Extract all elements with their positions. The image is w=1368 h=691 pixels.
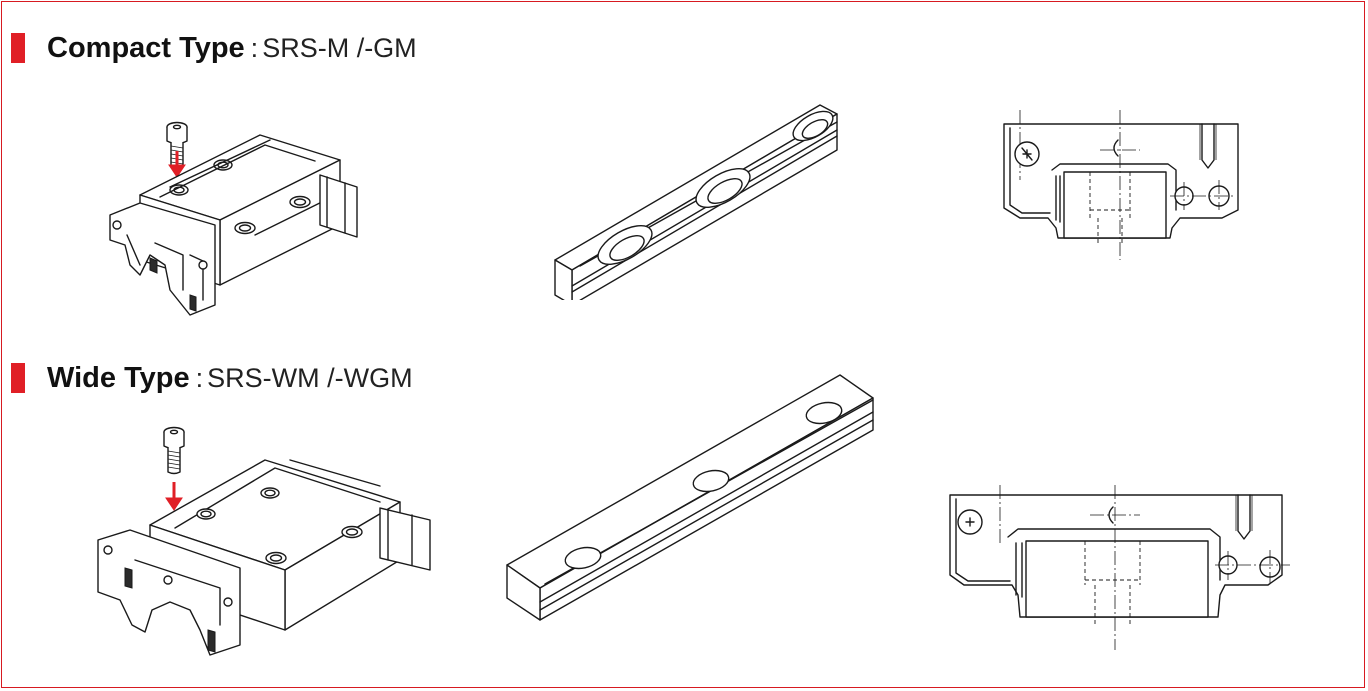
compact-rail-drawing	[545, 100, 840, 300]
compact-block-drawing	[95, 115, 375, 325]
wide-block-drawing	[90, 420, 435, 660]
section-model: SRS-M /-GM	[262, 32, 417, 63]
wide-rail-drawing	[495, 370, 875, 670]
section-heading-compact: Compact Type : SRS-M /-GM	[0, 30, 417, 66]
insert-arrow-icon	[165, 482, 183, 511]
section-marker	[11, 33, 25, 63]
section-title: Compact Type	[47, 31, 245, 64]
screw-icon	[163, 426, 185, 475]
section-heading-wide: Wide Type : SRS-WM /-WGM	[0, 360, 413, 396]
section-separator: :	[195, 362, 204, 393]
insert-arrow-icon	[168, 151, 186, 178]
compact-section-drawing	[990, 110, 1250, 265]
wide-section-drawing	[940, 455, 1305, 655]
section-title: Wide Type	[47, 361, 190, 394]
section-separator: :	[250, 32, 259, 63]
section-marker	[11, 363, 25, 393]
section-model: SRS-WM /-WGM	[207, 362, 413, 393]
